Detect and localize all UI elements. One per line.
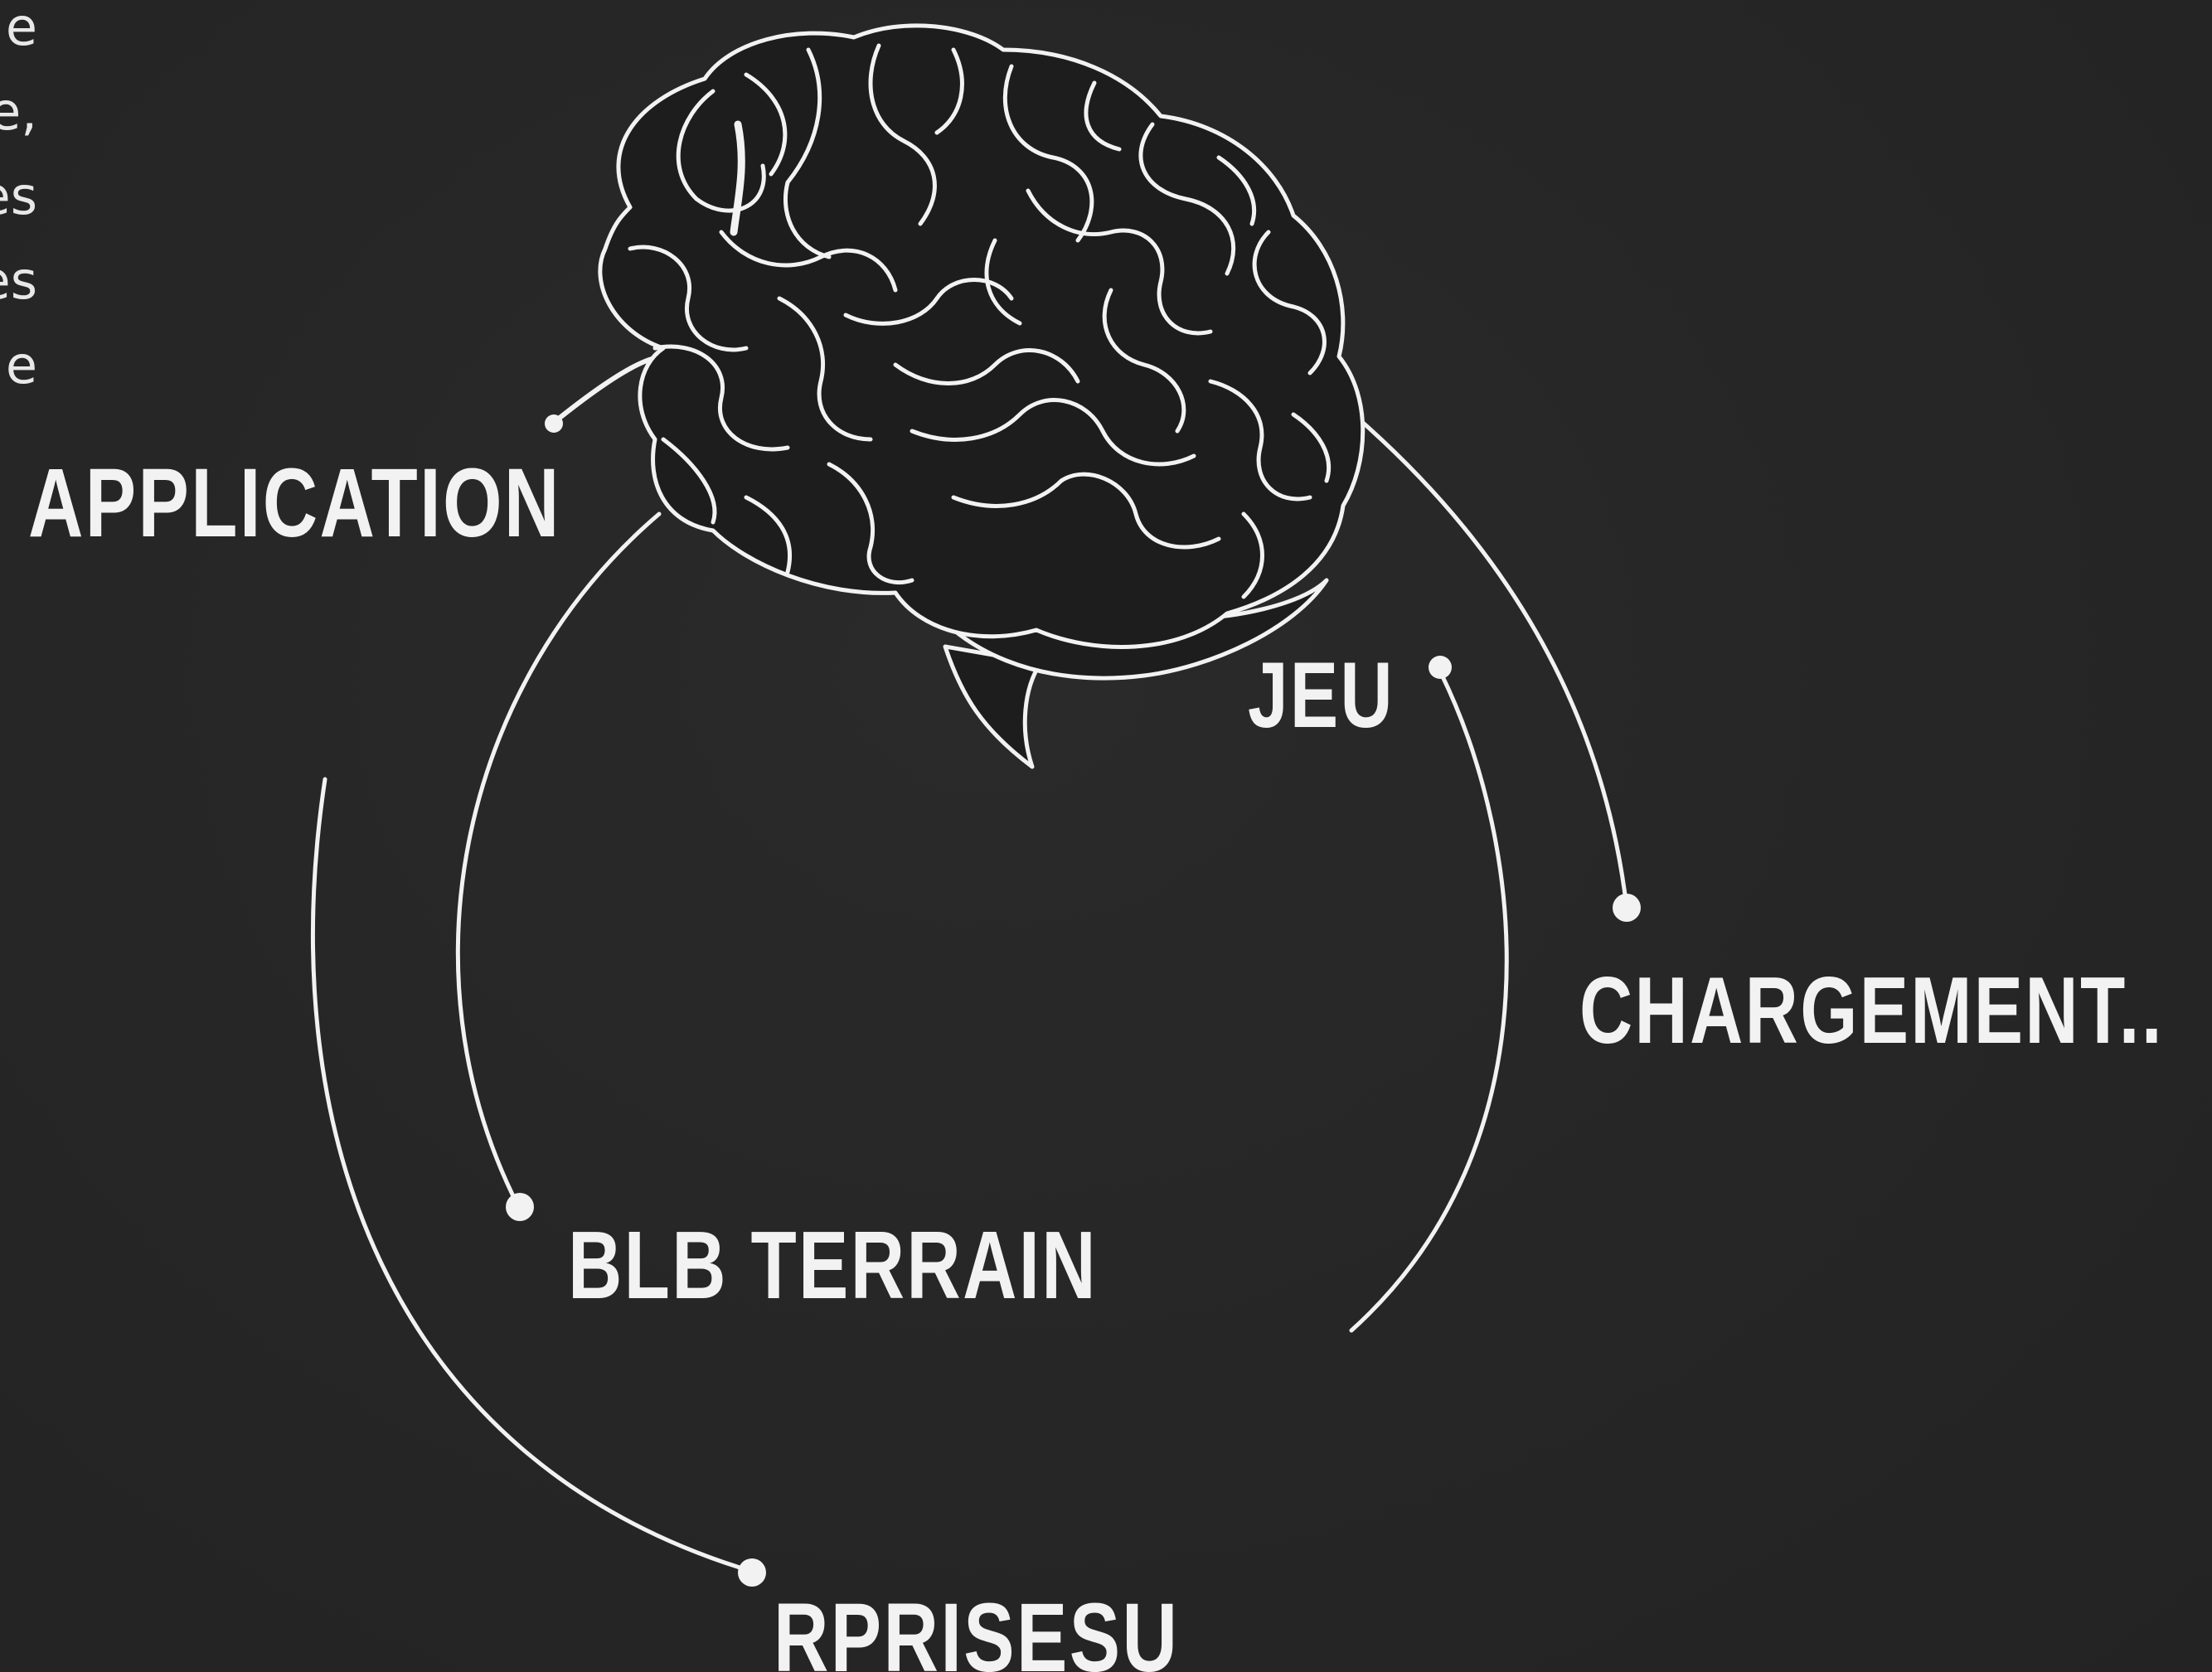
- side-text-line: e: [5, 0, 37, 57]
- brain-icon: [598, 23, 1366, 769]
- label-blb-terrain: BLB TERRAIN: [568, 1211, 1098, 1319]
- side-text-line: es: [0, 166, 37, 226]
- node-jeu: [1429, 656, 1452, 679]
- connector-application: [553, 356, 657, 424]
- label-jeu: JEU: [1248, 643, 1395, 747]
- connector-chargement: [1336, 400, 1629, 910]
- connector-rprisesu: [311, 777, 753, 1573]
- side-text-line: e: [5, 335, 37, 395]
- label-chargement: CHARGEMENT..: [1579, 958, 2164, 1064]
- node-application: [545, 414, 563, 433]
- connector-blb-terrain: [455, 511, 662, 1209]
- node-chargement: [1613, 894, 1641, 922]
- node-rprisesu: [738, 1558, 766, 1587]
- node-blb-terrain: [506, 1193, 534, 1221]
- label-rprisesu: RPRISESU: [774, 1583, 1180, 1672]
- side-text-line: es: [0, 250, 37, 311]
- connector-jeu: [1349, 671, 1509, 1333]
- side-text-line: e,: [0, 81, 37, 142]
- truncated-side-text: e e, es es e: [0, 0, 37, 408]
- label-application: APPLICATION: [28, 448, 561, 558]
